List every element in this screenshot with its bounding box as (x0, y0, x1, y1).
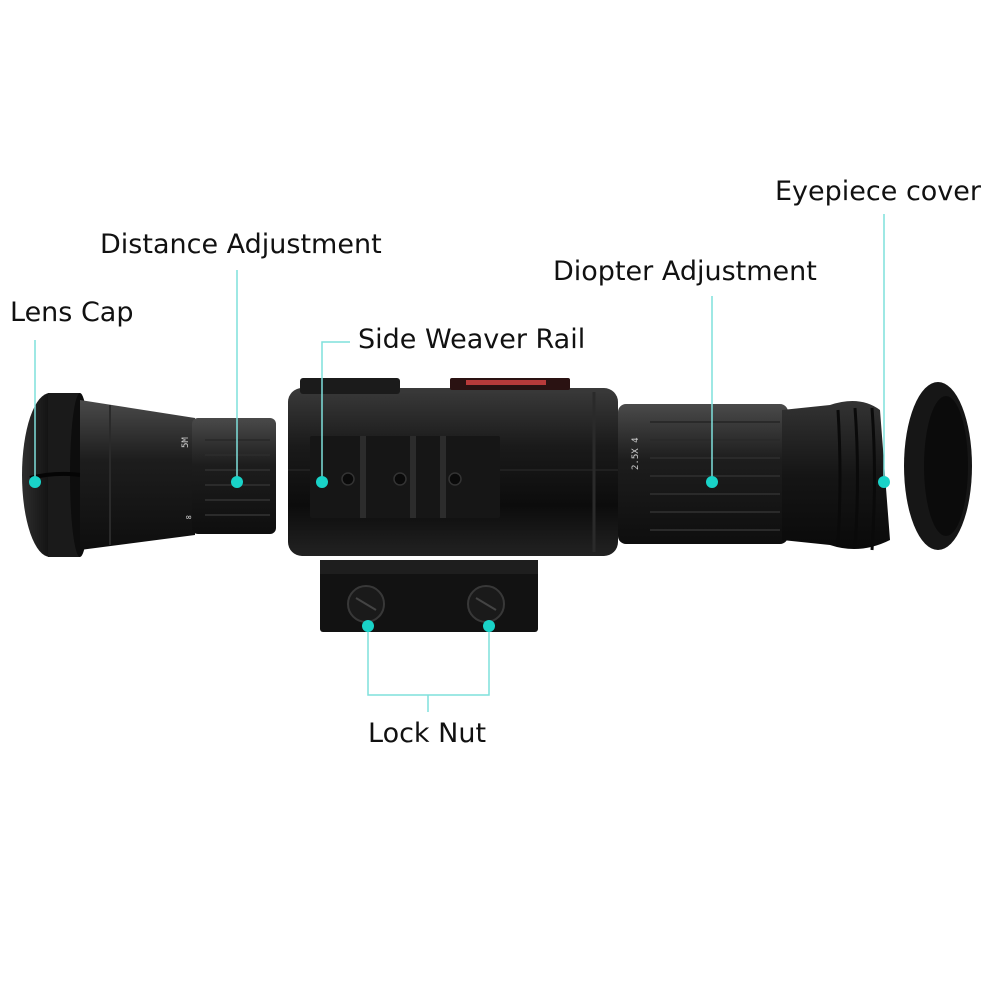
objective-lens-tube (80, 400, 195, 550)
callout-dot-eyepiece (878, 476, 890, 488)
diopter-adjustment-sleeve: 2.5X 4 (618, 404, 788, 544)
callout-dots (29, 476, 890, 632)
magnification-marking: 2.5X 4 (631, 437, 641, 470)
label-side-weaver-rail: Side Weaver Rail (358, 324, 586, 355)
callout-dot-diopter (706, 476, 718, 488)
focus-far-marking: ∞ (186, 513, 192, 523)
label-eyepiece-cover: Eyepiece cover (775, 176, 981, 207)
label-diopter-adjustment: Diopter Adjustment (553, 256, 817, 287)
red-indicator (466, 380, 546, 385)
eyepiece-cover (782, 382, 972, 551)
callout-dot-lock-nut-left (362, 620, 374, 632)
callout-lines (34, 214, 885, 712)
side-weaver-rail (310, 436, 500, 518)
callout-line-rail (321, 341, 350, 482)
label-lens-cap: Lens Cap (10, 297, 134, 328)
label-lock-nut: Lock Nut (368, 718, 487, 749)
mount-base (320, 560, 538, 632)
callout-dot-lock-nut-right (483, 620, 495, 632)
focus-near-marking: 5M (181, 437, 191, 448)
distance-adjustment-ring: 5M ∞ (181, 418, 276, 534)
callout-dot-distance (231, 476, 243, 488)
label-distance-adjustment: Distance Adjustment (100, 229, 382, 260)
callout-line-lock-nut (367, 628, 490, 696)
callout-dot-lens-cap (29, 476, 41, 488)
callout-dot-rail (316, 476, 328, 488)
